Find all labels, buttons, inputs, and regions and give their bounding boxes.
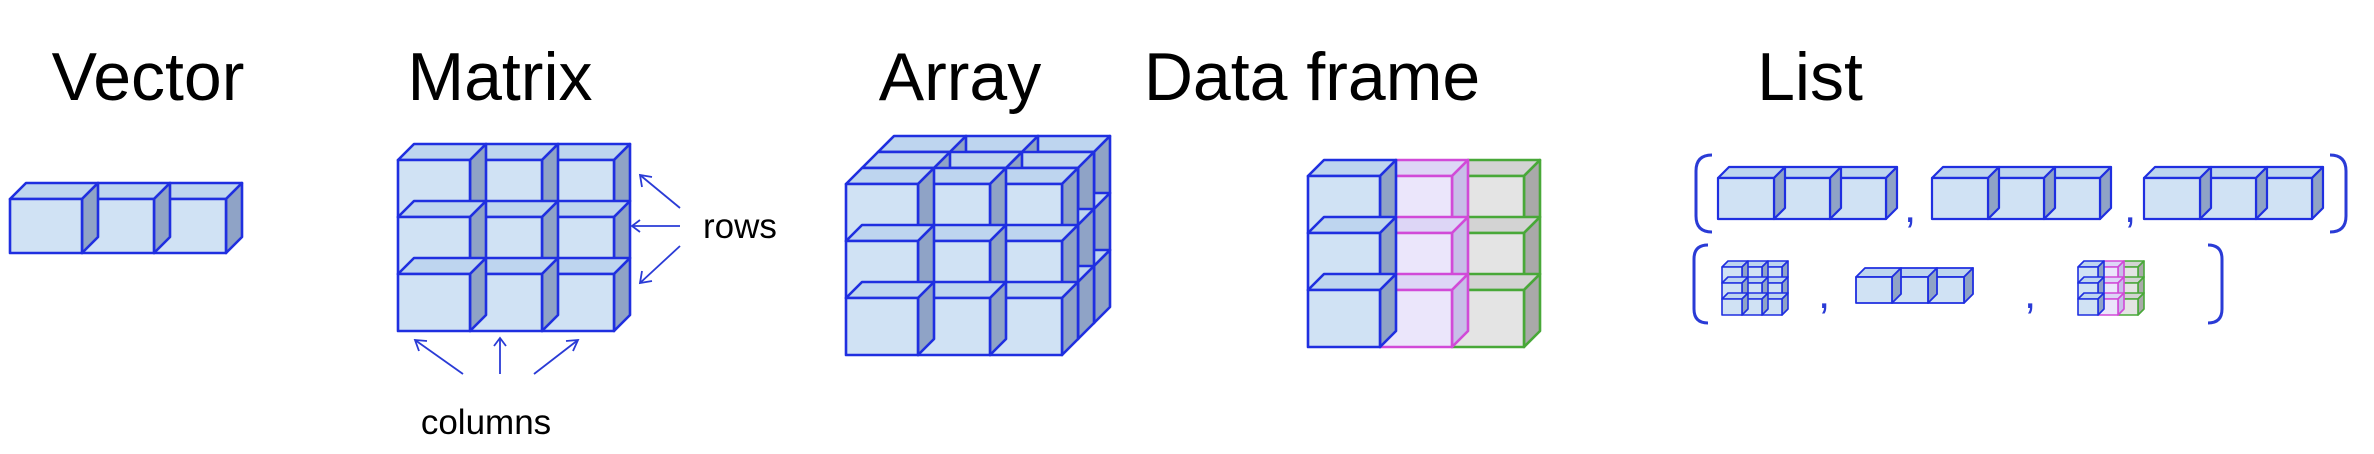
columns-label: columns (421, 403, 551, 442)
cube (1828, 165, 1899, 221)
cube (468, 256, 560, 333)
list-title: List (1757, 39, 1863, 115)
cube (1306, 272, 1398, 349)
list-comma: , (1904, 183, 1916, 232)
cube (2198, 165, 2269, 221)
cube (2077, 292, 2105, 316)
cube (2142, 165, 2213, 221)
cube (1930, 165, 2001, 221)
cube (1891, 267, 1938, 304)
matrix-title: Matrix (407, 39, 592, 115)
list-comma: , (1818, 269, 1830, 318)
rows-label: rows (703, 207, 777, 246)
cube (1450, 272, 1542, 349)
list-comma: , (2124, 183, 2136, 232)
cube (80, 181, 172, 255)
cube (2042, 165, 2113, 221)
list-bracket-right-top (2329, 153, 2348, 234)
data-frame-title: Data frame (1144, 39, 1480, 115)
array-title: Array (879, 39, 1041, 115)
cube (396, 256, 488, 333)
matrix-cubes (396, 142, 632, 333)
list-bracket-left-bottom (1692, 243, 1709, 325)
cube (540, 256, 632, 333)
cube (152, 181, 244, 255)
list-bracket-right-bottom (2207, 243, 2224, 325)
cube (8, 181, 100, 255)
columns-arrows (413, 336, 580, 375)
cube (1986, 165, 2057, 221)
array-cubes (844, 134, 1112, 357)
vector-title: Vector (52, 39, 245, 115)
list-comma: , (2024, 269, 2036, 318)
list-contents (1716, 165, 2325, 316)
cube (916, 280, 1008, 357)
cube (1721, 292, 1749, 316)
rows-arrows (630, 173, 681, 285)
list-bracket-left-top (1694, 153, 1713, 234)
cube (844, 280, 936, 357)
cube (1855, 267, 1902, 304)
cube (1716, 165, 1787, 221)
vector-cubes (8, 181, 244, 255)
cube (1927, 267, 1974, 304)
data-frame-cubes (1306, 158, 1542, 349)
cube (2254, 165, 2325, 221)
